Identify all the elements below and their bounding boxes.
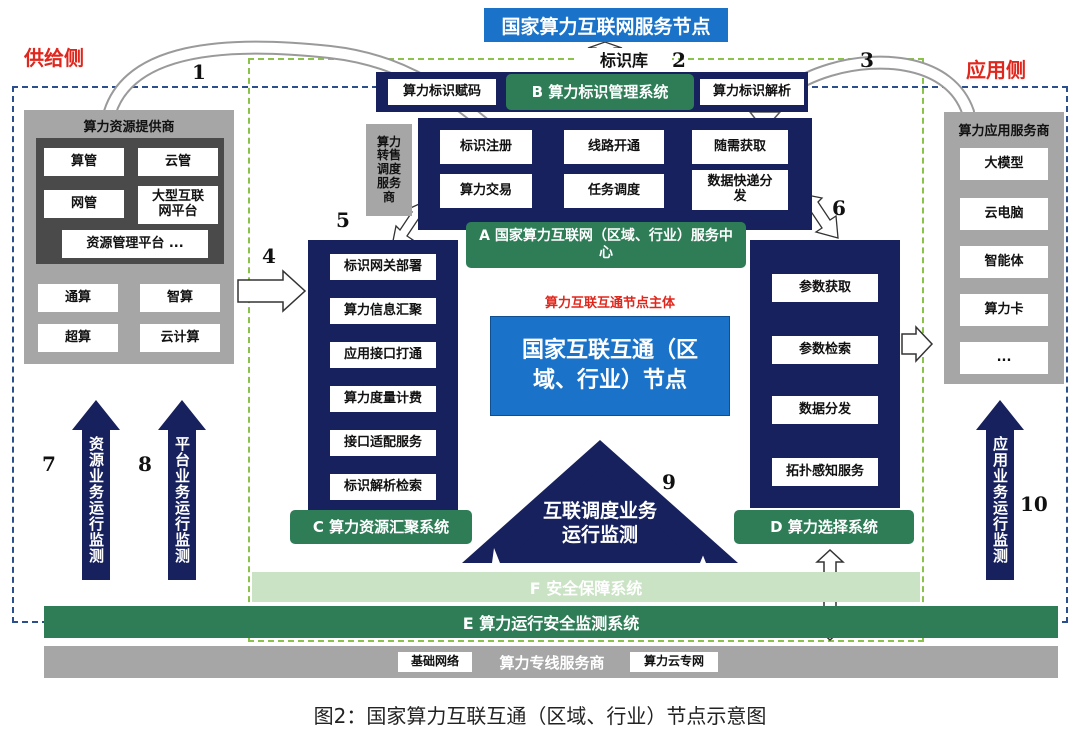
arrow-9-body xyxy=(494,468,706,563)
monitor-9-text: 互联调度业务运行监测 xyxy=(542,500,657,546)
bottom-left-item: 基础网络 xyxy=(398,652,472,672)
number-5: 5 xyxy=(336,208,350,232)
number-7: 7 xyxy=(42,452,56,476)
d-item-4: 拓扑感知服务 xyxy=(772,458,878,486)
center-node-box: 国家互联互通（区域、行业）节点 xyxy=(490,316,730,416)
arrow-7-shape xyxy=(72,400,120,580)
f-security-title: F 安全保障系统 xyxy=(529,579,643,598)
resale-provider-label: 算力转售调度服务商 xyxy=(376,134,401,204)
provider-lower-4: 云计算 xyxy=(140,324,220,352)
provider-item-3: 网管 xyxy=(44,190,124,218)
app-item-3: 智能体 xyxy=(960,246,1048,278)
number-4: 4 xyxy=(262,244,276,268)
provider-lower-2: 智算 xyxy=(140,284,220,312)
arrow-4 xyxy=(237,269,307,313)
provider-item-1: 算管 xyxy=(44,148,124,176)
a-item-2: 线路开通 xyxy=(564,130,664,164)
number-8: 8 xyxy=(138,452,152,476)
d-system-title: D 算力选择系统 xyxy=(734,510,914,544)
provider-item-4: 大型互联网平台 xyxy=(138,186,218,224)
provider-title: 算力资源提供商 xyxy=(83,120,175,135)
e-monitor-title: E 算力运行安全监测系统 xyxy=(462,614,640,633)
a-center-title: A 国家算力互联网（区域、行业）服务中心 xyxy=(466,222,746,268)
supply-side-label: 供给侧 xyxy=(24,46,84,70)
c-item-3: 应用接口打通 xyxy=(330,342,436,368)
a-item-5: 任务调度 xyxy=(564,174,664,208)
figure-caption: 图2：国家算力互联互通（区域、行业）节点示意图 xyxy=(313,704,767,728)
e-monitor-bar: E 算力运行安全监测系统 xyxy=(44,606,1058,638)
provider-item-2: 云管 xyxy=(138,148,218,176)
label-library: 标识库 xyxy=(576,48,672,70)
d-item-2: 参数检索 xyxy=(772,336,878,364)
monitor-9-label: 互联调度业务运行监测 xyxy=(520,500,680,548)
d-item-3: 数据分发 xyxy=(772,396,878,424)
app-provider-title: 算力应用服务商 xyxy=(958,124,1050,139)
provider-lower-3: 超算 xyxy=(38,324,118,352)
c-item-1: 标识网关部署 xyxy=(330,254,436,280)
bottom-center-label: 算力专线服务商 xyxy=(499,654,605,672)
arrow-10-label: 应用业务运行监测 xyxy=(991,436,1009,564)
c-item-6: 标识解析检索 xyxy=(330,474,436,500)
c-system-title: C 算力资源汇聚系统 xyxy=(290,510,472,544)
top-service-node: 国家算力互联网服务节点 xyxy=(484,8,728,42)
bottom-network-bar xyxy=(44,646,1058,678)
app-item-1: 大模型 xyxy=(960,148,1048,180)
a-item-1: 标识注册 xyxy=(440,130,532,164)
d-item-1: 参数获取 xyxy=(772,274,878,302)
center-node-title: 国家互联互通（区域、行业）节点 xyxy=(521,338,698,393)
c-item-2: 算力信息汇聚 xyxy=(330,298,436,324)
arrow-to-app xyxy=(901,325,934,363)
b-system-title: B 算力标识管理系统 xyxy=(506,74,694,110)
demand-side-label: 应用侧 xyxy=(966,58,1026,82)
number-3: 3 xyxy=(860,48,874,72)
app-item-5: ... xyxy=(960,342,1048,374)
a-item-6: 数据快递分发 xyxy=(692,170,788,210)
provider-lower-1: 通算 xyxy=(38,284,118,312)
app-item-2: 云电脑 xyxy=(960,198,1048,230)
arrow-10-shape xyxy=(976,400,1024,580)
arrow-8-shape xyxy=(158,400,206,580)
number-10: 10 xyxy=(1020,492,1048,516)
number-6: 6 xyxy=(832,196,846,220)
arrow-7-label: 资源业务运行监测 xyxy=(87,436,105,564)
number-9: 9 xyxy=(662,470,676,494)
provider-item-5: 资源管理平台 ... xyxy=(62,230,208,258)
app-item-4: 算力卡 xyxy=(960,294,1048,326)
f-security-bar: F 安全保障系统 xyxy=(252,572,920,602)
a-item-3: 随需获取 xyxy=(692,130,788,164)
bottom-right-item: 算力云专网 xyxy=(630,652,718,672)
c-system-block xyxy=(308,240,458,510)
b-left-item: 算力标识赋码 xyxy=(388,79,496,105)
a-item-4: 算力交易 xyxy=(440,174,532,208)
number-1: 1 xyxy=(192,60,206,84)
node-subject-label: 算力互联互通节点主体 xyxy=(544,296,675,311)
resale-provider-box: 算力转售调度服务商 xyxy=(366,124,412,216)
number-2: 2 xyxy=(672,48,686,72)
b-right-item: 算力标识解析 xyxy=(700,79,804,105)
arrow-8-label: 平台业务运行监测 xyxy=(173,436,191,564)
c-item-4: 算力度量计费 xyxy=(330,386,436,412)
c-item-5: 接口适配服务 xyxy=(330,430,436,456)
